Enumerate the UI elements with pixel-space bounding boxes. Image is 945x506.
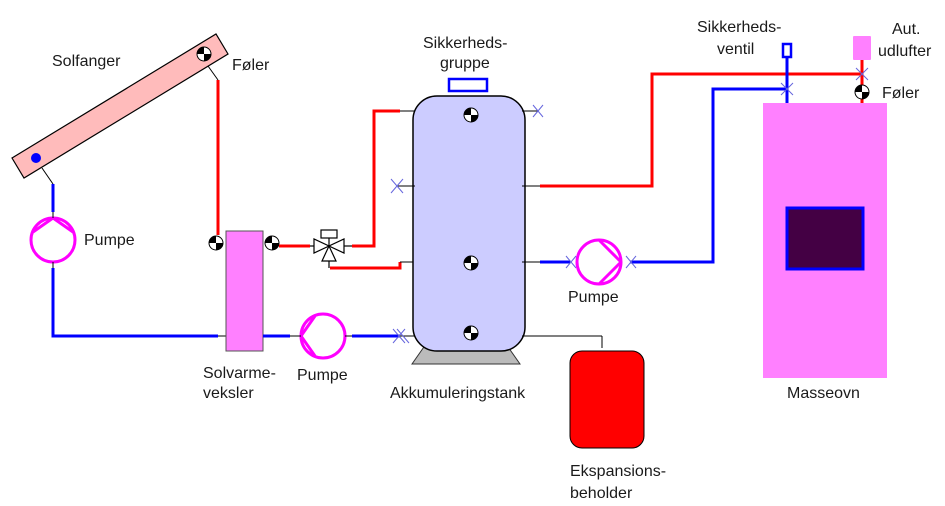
stove-loop-pipes	[540, 57, 864, 264]
safety-group-icon	[447, 77, 489, 93]
tank-sensor-top-icon	[463, 107, 479, 123]
label-solfanger: Solfanger	[52, 53, 121, 70]
exchanger-sensor-right-icon	[264, 235, 280, 251]
label-foler-collector: Føler	[232, 57, 270, 74]
label-solvarmeveksler-2: veksler	[203, 385, 254, 402]
label-foler-stove: Føler	[882, 85, 920, 102]
pump-exchanger-icon	[290, 312, 352, 360]
collector-inlet-dot-icon	[31, 153, 41, 163]
tank-sensor-bottom-icon	[463, 325, 479, 341]
pump-stove-icon	[575, 238, 623, 286]
label-sikkerhedsgruppe-2: gruppe	[440, 55, 490, 72]
label-pumpe-stove: Pumpe	[568, 289, 619, 306]
solar-loop-pipes	[51, 80, 226, 338]
tank-caps	[398, 110, 603, 348]
label-sikkerhedsgruppe-1: Sikkerheds-	[423, 35, 507, 52]
exchanger-to-tank-pipes	[263, 109, 415, 338]
solar-collector	[11, 33, 229, 185]
expansion-vessel	[569, 350, 645, 449]
label-ekspansion-2: beholder	[570, 485, 633, 502]
cap-markers	[390, 104, 544, 344]
collector-sensor-icon	[196, 46, 212, 62]
label-masseovn: Masseovn	[787, 385, 860, 402]
solar-heat-exchanger	[225, 230, 264, 352]
label-udlufter-2: udlufter	[878, 43, 932, 60]
masonry-stove	[763, 103, 887, 378]
label-sikkerhedsventil-2: ventil	[717, 41, 754, 58]
label-sikkerhedsventil-1: Sikkerheds-	[697, 19, 781, 36]
label-akkumuleringstank: Akkumuleringstank	[390, 385, 526, 402]
label-solvarmeveksler-1: Solvarme-	[203, 365, 276, 382]
auto-air-vent-icon	[853, 36, 871, 60]
tank-sensor-middle-icon	[463, 255, 479, 271]
stove-door-icon	[785, 206, 865, 271]
pump-solar-icon	[29, 212, 77, 268]
three-way-valve-icon	[310, 229, 352, 268]
accumulation-tank	[411, 95, 526, 365]
stove-sensor-icon	[854, 84, 870, 100]
label-pumpe-solar: Pumpe	[84, 232, 135, 249]
label-udlufter-1: Aut.	[892, 21, 920, 38]
label-pumpe-exchanger: Pumpe	[297, 367, 348, 384]
stove-cap-markers	[565, 67, 869, 269]
label-ekspansion-1: Ekspansions-	[570, 463, 666, 480]
exchanger-sensor-left-icon	[208, 235, 224, 251]
safety-valve-icon	[781, 42, 793, 59]
